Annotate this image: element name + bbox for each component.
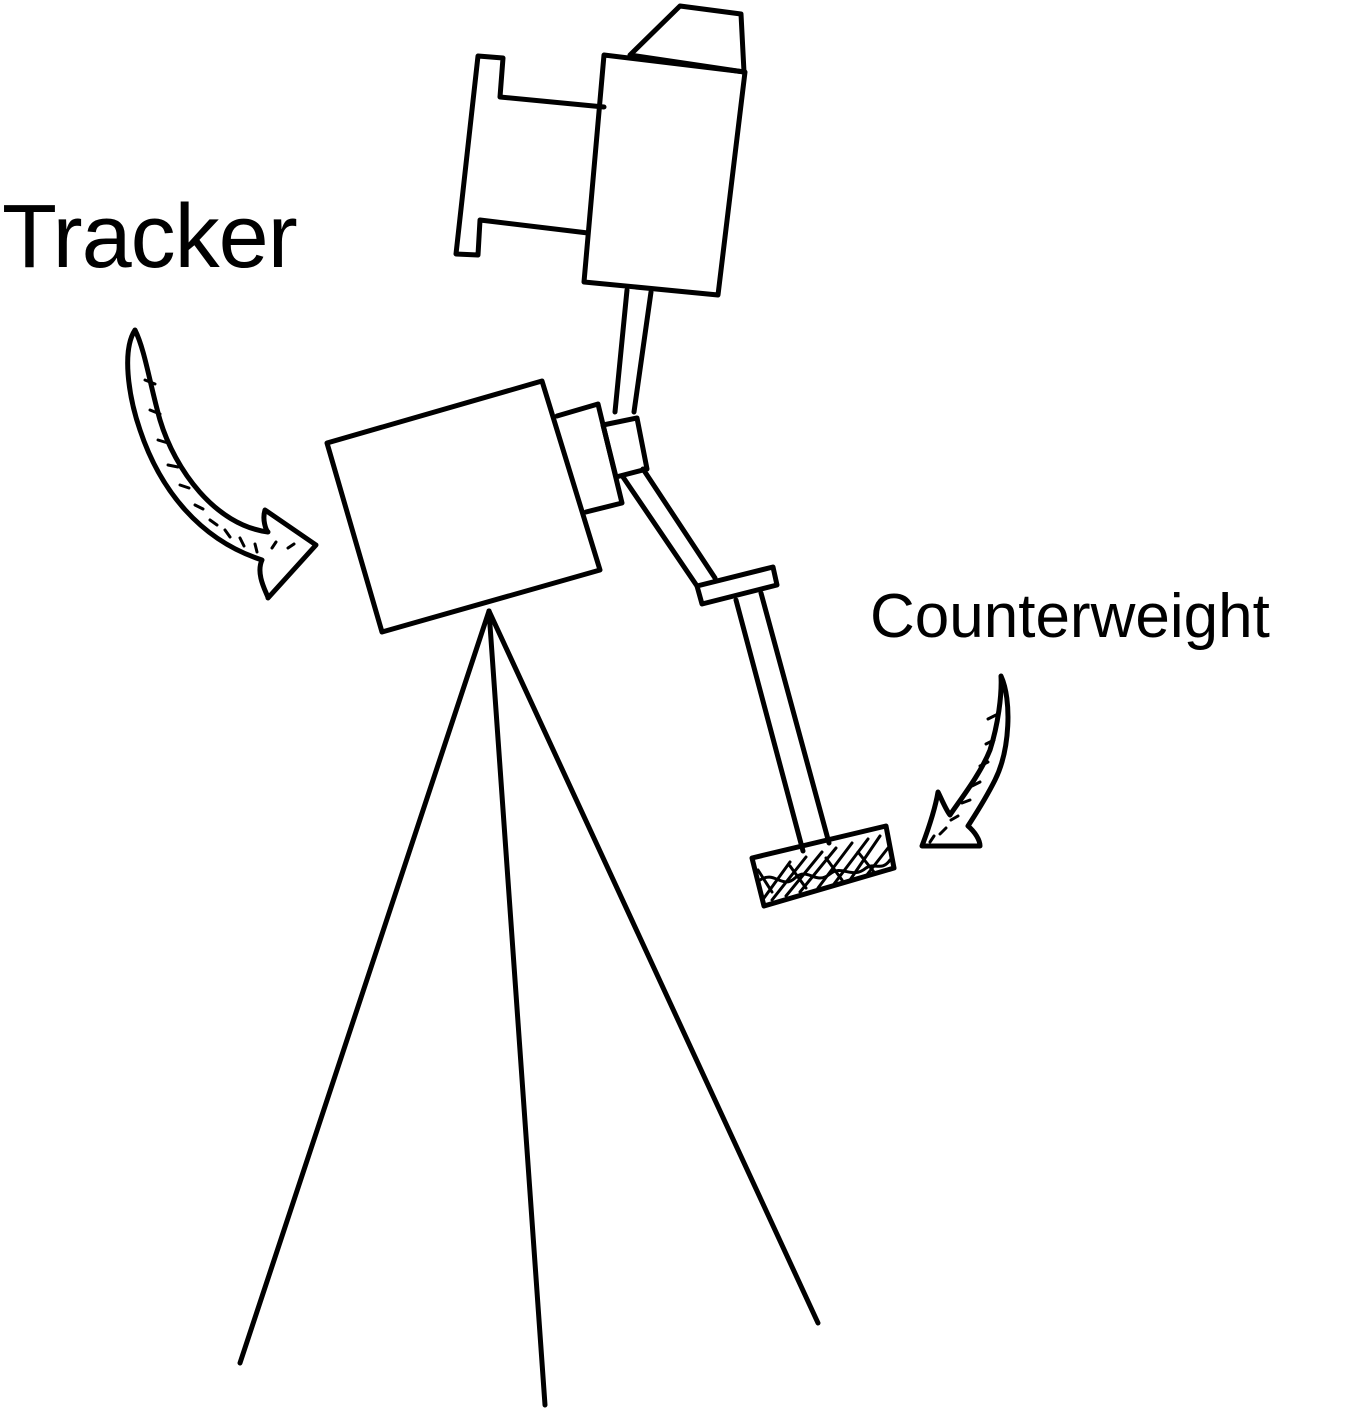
camera-lens bbox=[456, 56, 604, 255]
counterweight-arrow bbox=[922, 676, 1008, 846]
camera-body bbox=[584, 55, 745, 295]
counterweight bbox=[752, 826, 894, 906]
counterweight-shaft bbox=[623, 469, 829, 851]
camera-mount-rod bbox=[615, 290, 651, 412]
counterweight-arrow-hatching bbox=[930, 715, 996, 842]
tracker-arrow-hatching bbox=[145, 380, 294, 552]
tracker-arrow bbox=[128, 330, 316, 598]
tripod bbox=[240, 611, 818, 1405]
tracker-body bbox=[327, 381, 600, 632]
tracker-clamp bbox=[603, 418, 647, 477]
tripod-leg-center bbox=[489, 611, 545, 1405]
counterweight-arrow-outline bbox=[922, 676, 1008, 846]
tracker-arrow-outline bbox=[128, 330, 316, 598]
tripod-leg-left bbox=[240, 611, 489, 1363]
tracker bbox=[327, 381, 647, 632]
camera bbox=[456, 6, 745, 295]
